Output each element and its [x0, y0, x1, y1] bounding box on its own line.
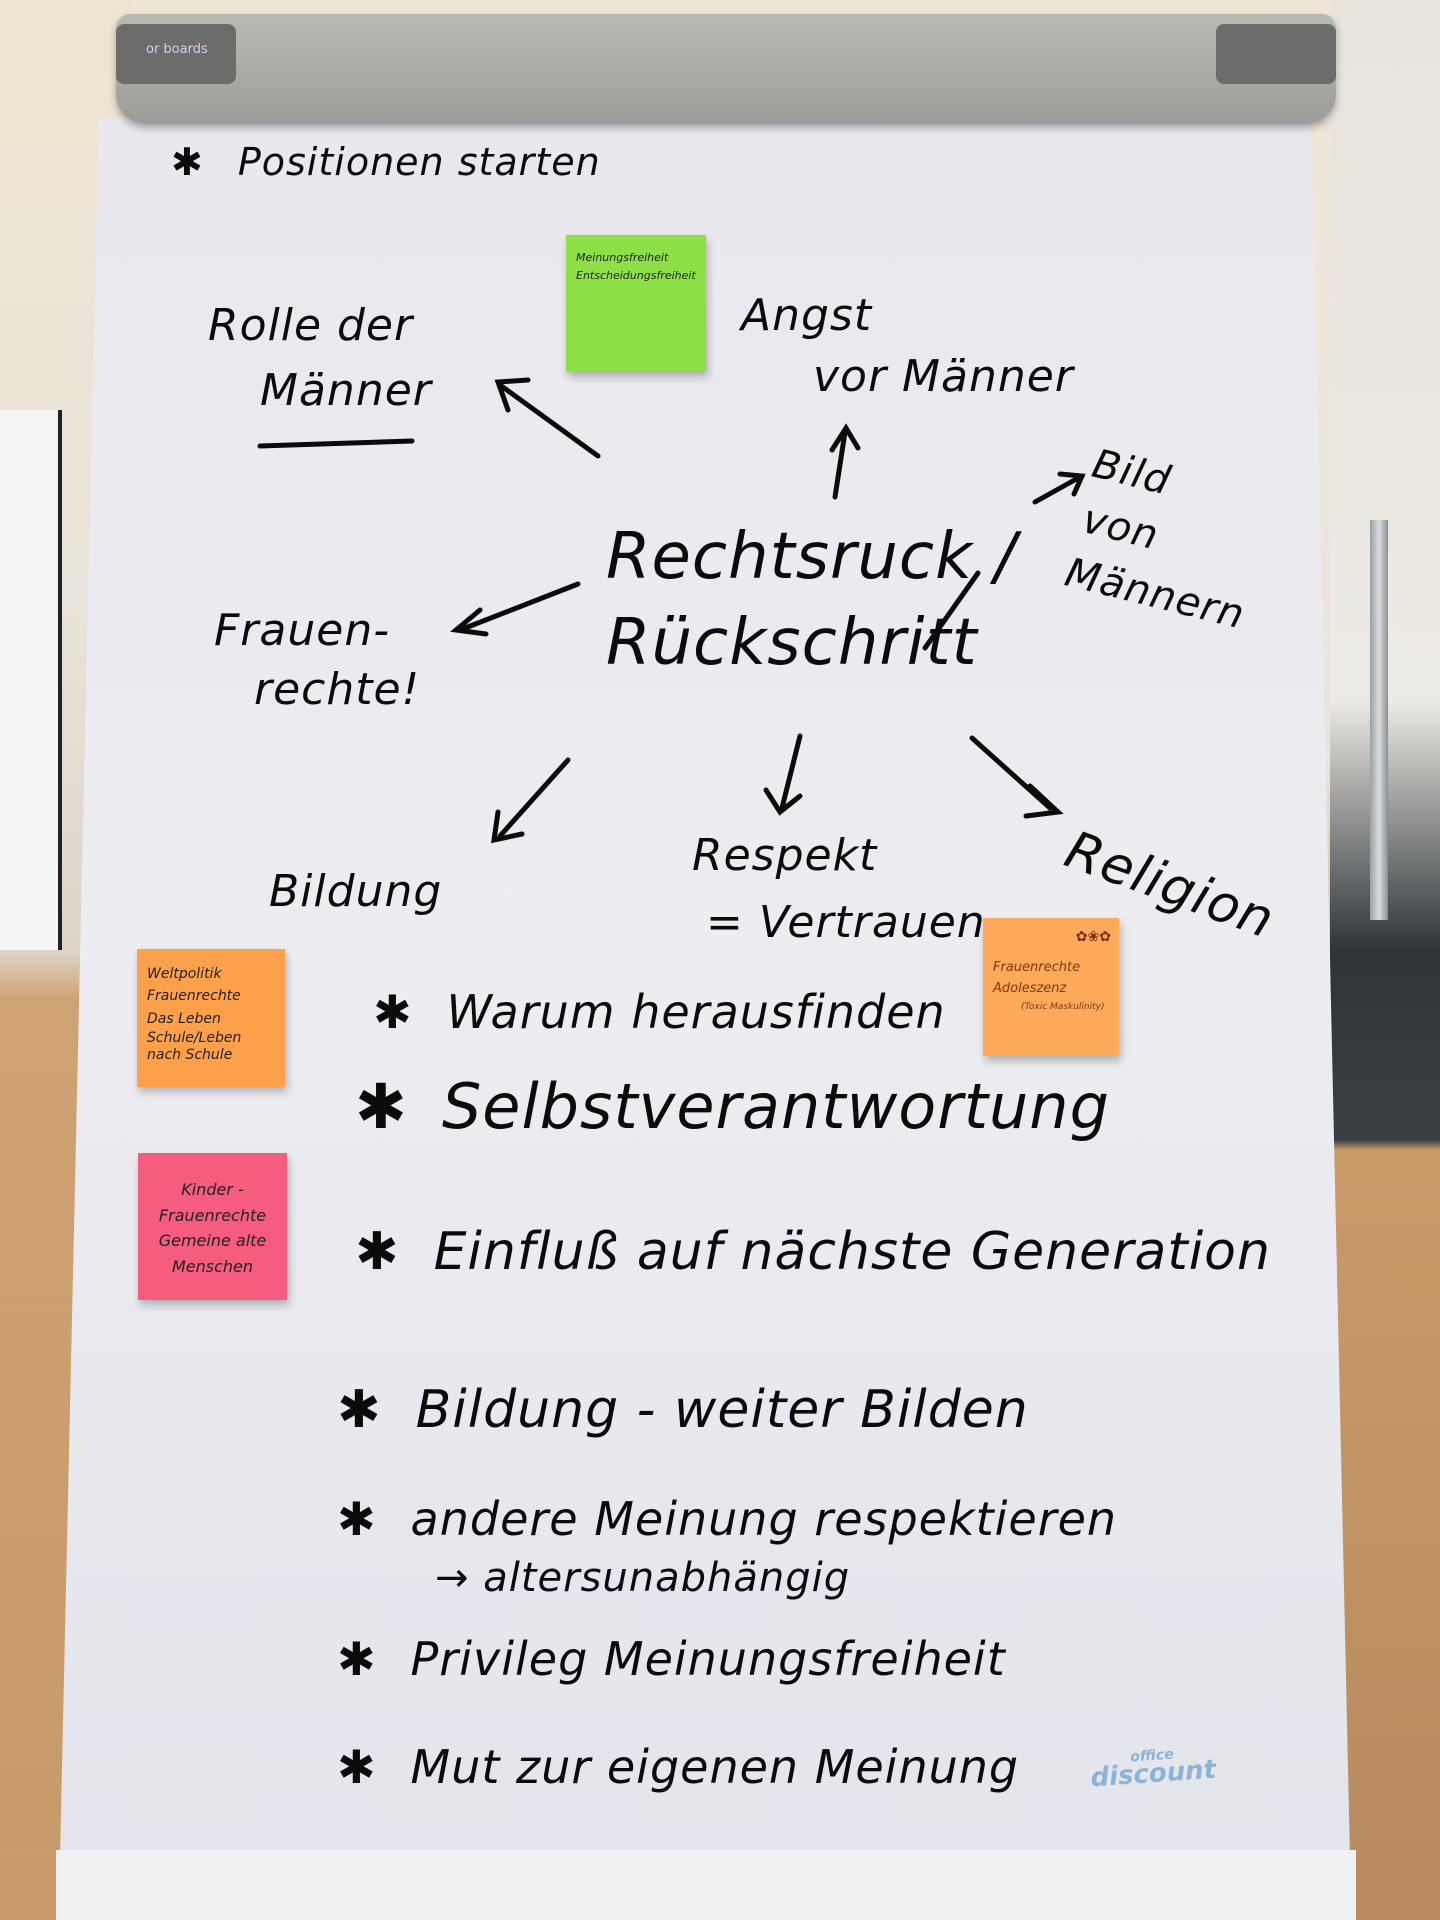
sticky-note-orange-right: ✿❀✿ Frauenrechte Adoleszenz (Toxic Masku… — [983, 918, 1119, 1056]
wall-right — [1330, 0, 1440, 1920]
list-item: ✱Bildung - weiter Bilden — [337, 1380, 1029, 1440]
slash-divider — [922, 570, 981, 651]
note-line: Frauenrechte — [993, 960, 1081, 975]
flipchart-clamp-bar: or boards — [116, 14, 1336, 124]
board-brand: or boards — [146, 42, 208, 57]
note-line: Frauenrechte — [147, 988, 241, 1005]
note-line: nach Schule — [147, 1046, 233, 1063]
branch-text: Respekt — [692, 830, 878, 881]
branch-frauenrechte: Frauen-rechte! — [214, 605, 420, 715]
branch-text: rechte! — [254, 664, 421, 715]
branch-text: Angst — [741, 290, 873, 341]
branch-text: Männer — [260, 365, 432, 416]
clamp-cap-left: or boards — [116, 24, 236, 84]
sticky-note-orange-left: Weltpolitik Frauenrechte Das Leben Schul… — [137, 949, 285, 1087]
branch-respekt: Respekt = Vertrauen — [692, 830, 986, 948]
list-item: ✱Mut zur eigenen Meinung — [337, 1740, 1020, 1794]
list-item: ✱Einfluß auf nächste Generation — [355, 1222, 1271, 1282]
branch-angst: Angst vor Männer — [741, 290, 1074, 402]
branch-text: vor Männer — [813, 351, 1074, 402]
branch-text: Frauen- — [214, 605, 391, 656]
center-line: Rückschritt — [606, 606, 978, 680]
note-line: Gemeine alte — [158, 1231, 267, 1251]
clamp-cap-right — [1216, 24, 1336, 84]
arrow-to-angst — [829, 423, 861, 500]
note-line: Meinungsfreiheit — [576, 251, 669, 264]
branch-bildung: Bildung — [269, 866, 443, 917]
arrow-to-rolle — [494, 377, 601, 459]
arrow-to-frauenrechte — [450, 581, 581, 637]
note-line: (Toxic Maskulinity) — [1021, 1001, 1105, 1012]
arrow-to-bild — [1032, 471, 1086, 505]
projection-screen — [0, 410, 62, 950]
flipchart-paper-stack — [56, 1850, 1356, 1920]
center-topic: Rechtsruck / Rückschritt — [606, 520, 1017, 680]
note-line: Kinder - — [181, 1180, 244, 1199]
note-line: Menschen — [171, 1256, 254, 1276]
note-line: Das Leben — [147, 1010, 221, 1027]
note-line: Weltpolitik — [147, 966, 222, 982]
note-line: Schule/Leben — [147, 1030, 242, 1047]
logo-text: discount — [1089, 1754, 1218, 1793]
arrow-to-bildung — [491, 757, 571, 844]
arrow-to-respekt — [763, 733, 803, 816]
metal-stand — [1370, 520, 1388, 920]
center-line: Rechtsruck / — [606, 520, 1018, 594]
flower-doodle-icon: ✿❀✿ — [1075, 929, 1111, 945]
branch-text: = Vertrauen — [706, 897, 986, 948]
list-item: ✱andere Meinung respektieren — [337, 1492, 1118, 1546]
underline-maenner — [257, 438, 415, 449]
note-line: Entscheidungsfreiheit — [576, 268, 696, 282]
sticky-note-green: Meinungsfreiheit Entscheidungsfreiheit — [566, 235, 706, 372]
note-line: Adoleszenz — [993, 980, 1067, 996]
list-subitem: → altersunabhängig — [435, 1555, 851, 1601]
list-item: ✱Privileg Meinungsfreiheit — [337, 1632, 1006, 1686]
branch-text: Rolle der — [208, 300, 414, 351]
sticky-note-pink: Kinder - Frauenrechte Gemeine alte Mensc… — [138, 1153, 287, 1300]
list-item: ✱Warum herausfinden — [373, 985, 946, 1039]
note-line: Frauenrechte — [158, 1205, 267, 1225]
arrow-to-religion — [969, 735, 1064, 819]
header-note: ✱Positionen starten — [171, 140, 601, 184]
list-item: ✱Selbstverantwortung — [355, 1070, 1110, 1143]
